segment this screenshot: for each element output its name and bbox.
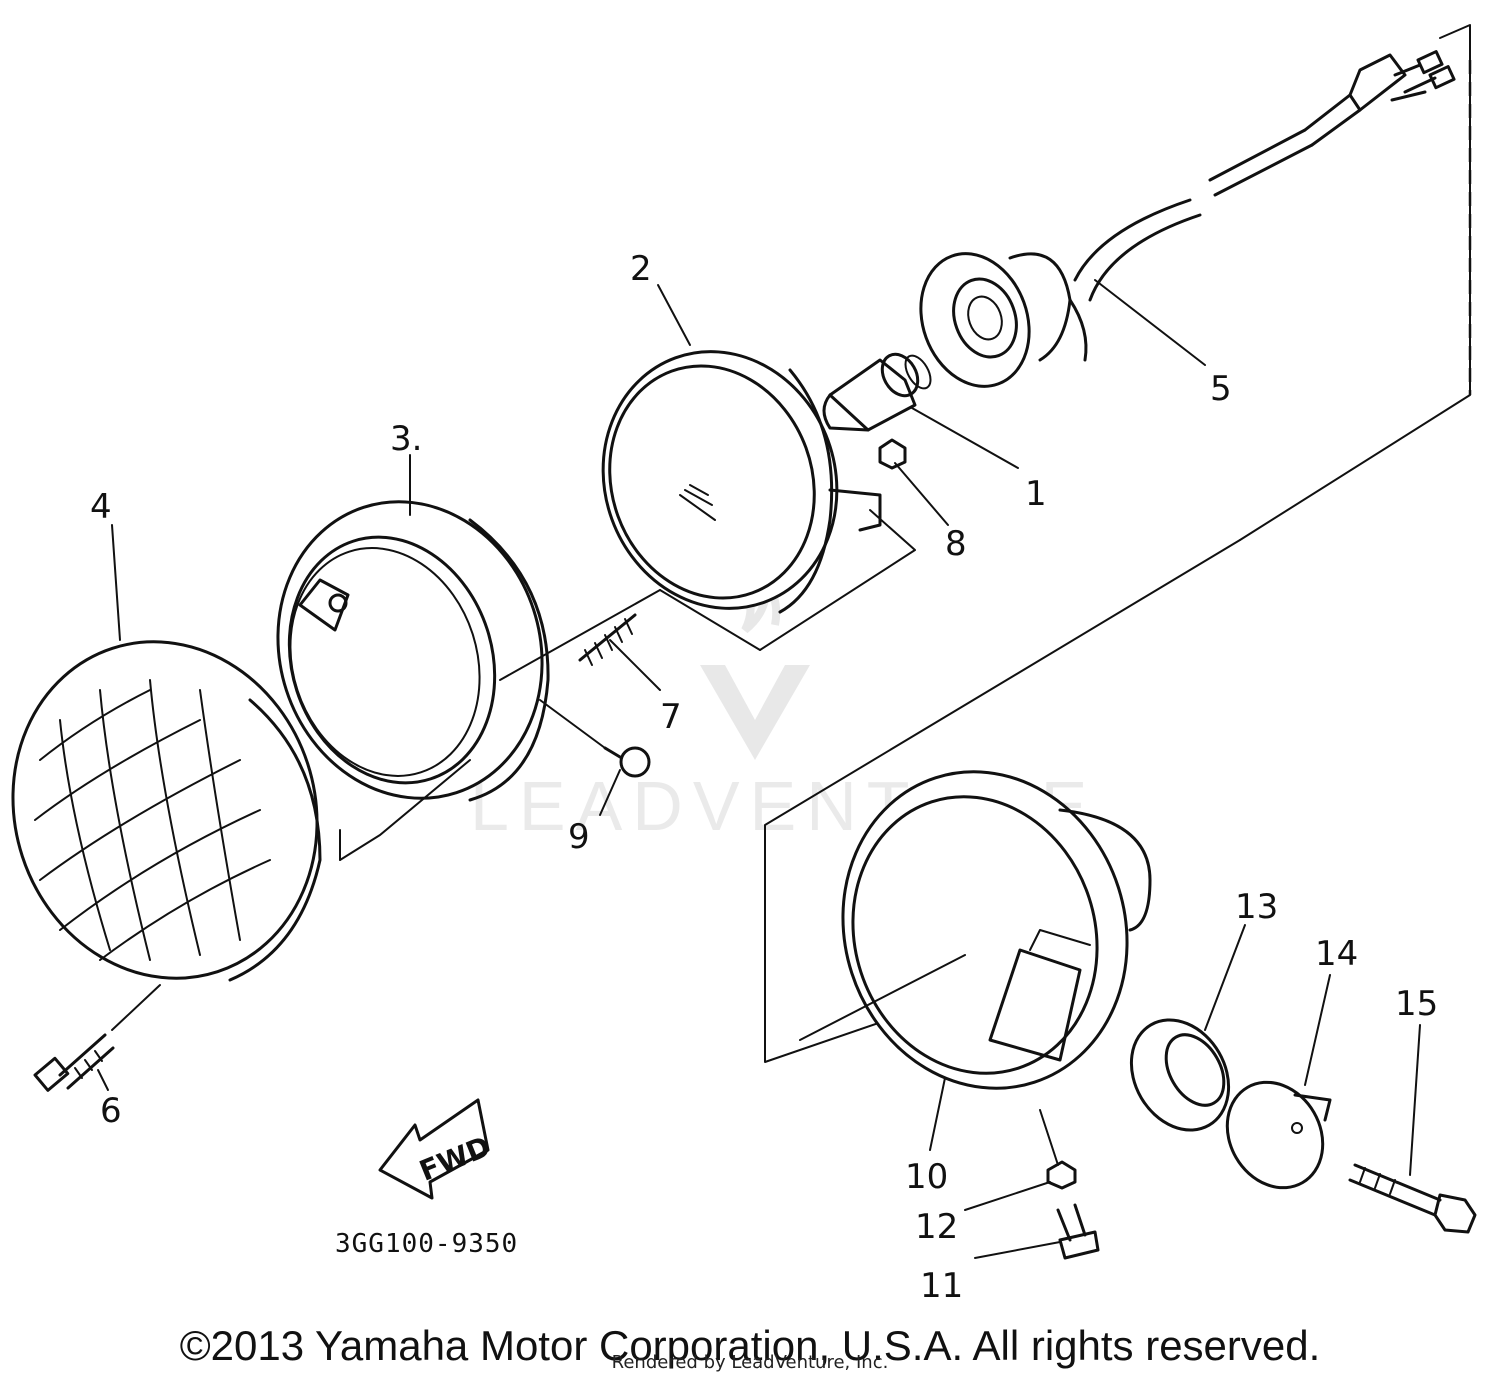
callout-3: 3. [390,419,422,459]
headlight-housing [799,770,1152,1090]
callout-7: 7 [660,697,682,737]
callout-11: 11 [920,1266,963,1306]
headlight-rim [276,500,550,802]
callout-1: 1 [1025,474,1047,514]
callout-13: 13 [1235,887,1278,927]
nut-12 [1046,1160,1077,1190]
bolt-6 [33,984,161,1092]
cap [1225,1080,1332,1190]
rendered-by-notice: Rendered by LeadVenture, Inc. [611,1352,889,1373]
fwd-label: FWD [415,1130,495,1188]
callout-6: 6 [100,1091,122,1131]
lens-unit [601,350,882,614]
nut-8 [878,438,907,470]
callout-5: 5 [1210,369,1232,409]
assembly-outline-upper [764,24,1472,1063]
bolt-15 [1348,1163,1477,1234]
grommet [1129,1018,1231,1132]
part-code: 3GG100-9350 [335,1229,518,1259]
callout-14: 14 [1315,934,1358,974]
callout-15: 15 [1395,984,1438,1024]
adjuster-spring [578,613,637,666]
headlight-guard [11,640,322,982]
callout-12: 12 [915,1207,958,1247]
callout-8: 8 [945,524,967,564]
callouts: 1 2 3. 4 5 6 7 8 9 10 11 12 13 14 15 [90,249,1438,1306]
socket-harness [919,50,1456,388]
callout-10: 10 [905,1157,948,1197]
headlight-bulb [822,352,932,432]
fwd-arrow: FWD [378,1098,495,1200]
callout-2: 2 [630,249,652,289]
screw-9 [603,746,651,778]
callout-9: 9 [568,817,590,857]
copyright-notice: ©2013 Yamaha Motor Corporation, U.S.A. A… [179,1322,1321,1369]
guide-lines-upper [339,509,916,861]
leader-lines [97,279,1421,1259]
screw-11 [1056,1203,1100,1260]
callout-4: 4 [90,487,112,527]
